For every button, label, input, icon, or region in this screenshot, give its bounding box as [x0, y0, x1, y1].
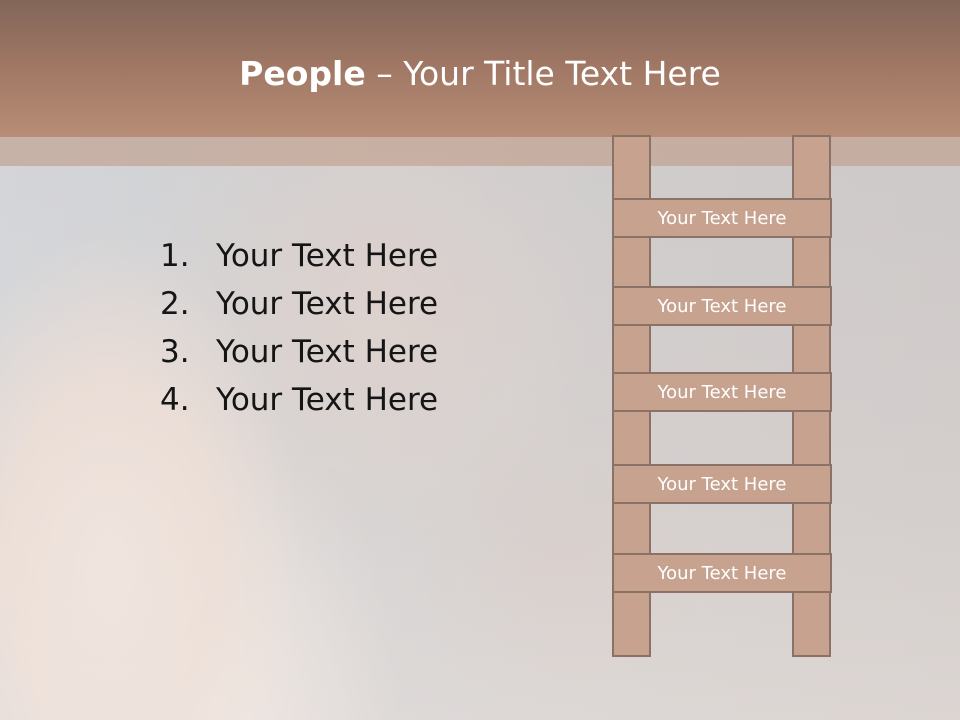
list-item-number: 1. [160, 238, 190, 274]
list-item-number: 4. [160, 382, 190, 418]
list-item-number: 2. [160, 286, 190, 322]
list-item: 3. Your Text Here [160, 328, 438, 376]
title-rest-text: – Your Title Text Here [365, 54, 721, 93]
ladder-rung-label: Your Text Here [657, 207, 787, 229]
title-band [0, 0, 960, 137]
ladder-rung-4[interactable]: Your Text Here [612, 464, 832, 504]
ladder-rung-label: Your Text Here [657, 381, 787, 403]
list-item-number: 3. [160, 334, 190, 370]
list-item-text: Your Text Here [216, 286, 439, 322]
ladder-rung-2[interactable]: Your Text Here [612, 286, 832, 326]
numbered-list[interactable]: 1. Your Text Here 2. Your Text Here 3. Your… [160, 232, 438, 424]
ladder-rung-1[interactable]: Your Text Here [612, 198, 832, 238]
ladder-rung-label: Your Text Here [657, 295, 787, 317]
list-item-text: Your Text Here [216, 238, 439, 274]
ladder-rung-label: Your Text Here [657, 562, 787, 584]
ladder-rung-label: Your Text Here [657, 473, 787, 495]
list-item-text: Your Text Here [216, 382, 439, 418]
ladder-rung-5[interactable]: Your Text Here [612, 553, 832, 593]
list-item: 2. Your Text Here [160, 280, 438, 328]
slide-title[interactable]: People – Your Title Text Here [0, 52, 960, 96]
list-item-text: Your Text Here [216, 334, 439, 370]
title-bold-text: People [239, 54, 366, 93]
list-item: 4. Your Text Here [160, 376, 438, 424]
list-item: 1. Your Text Here [160, 232, 438, 280]
ladder-rung-3[interactable]: Your Text Here [612, 372, 832, 412]
